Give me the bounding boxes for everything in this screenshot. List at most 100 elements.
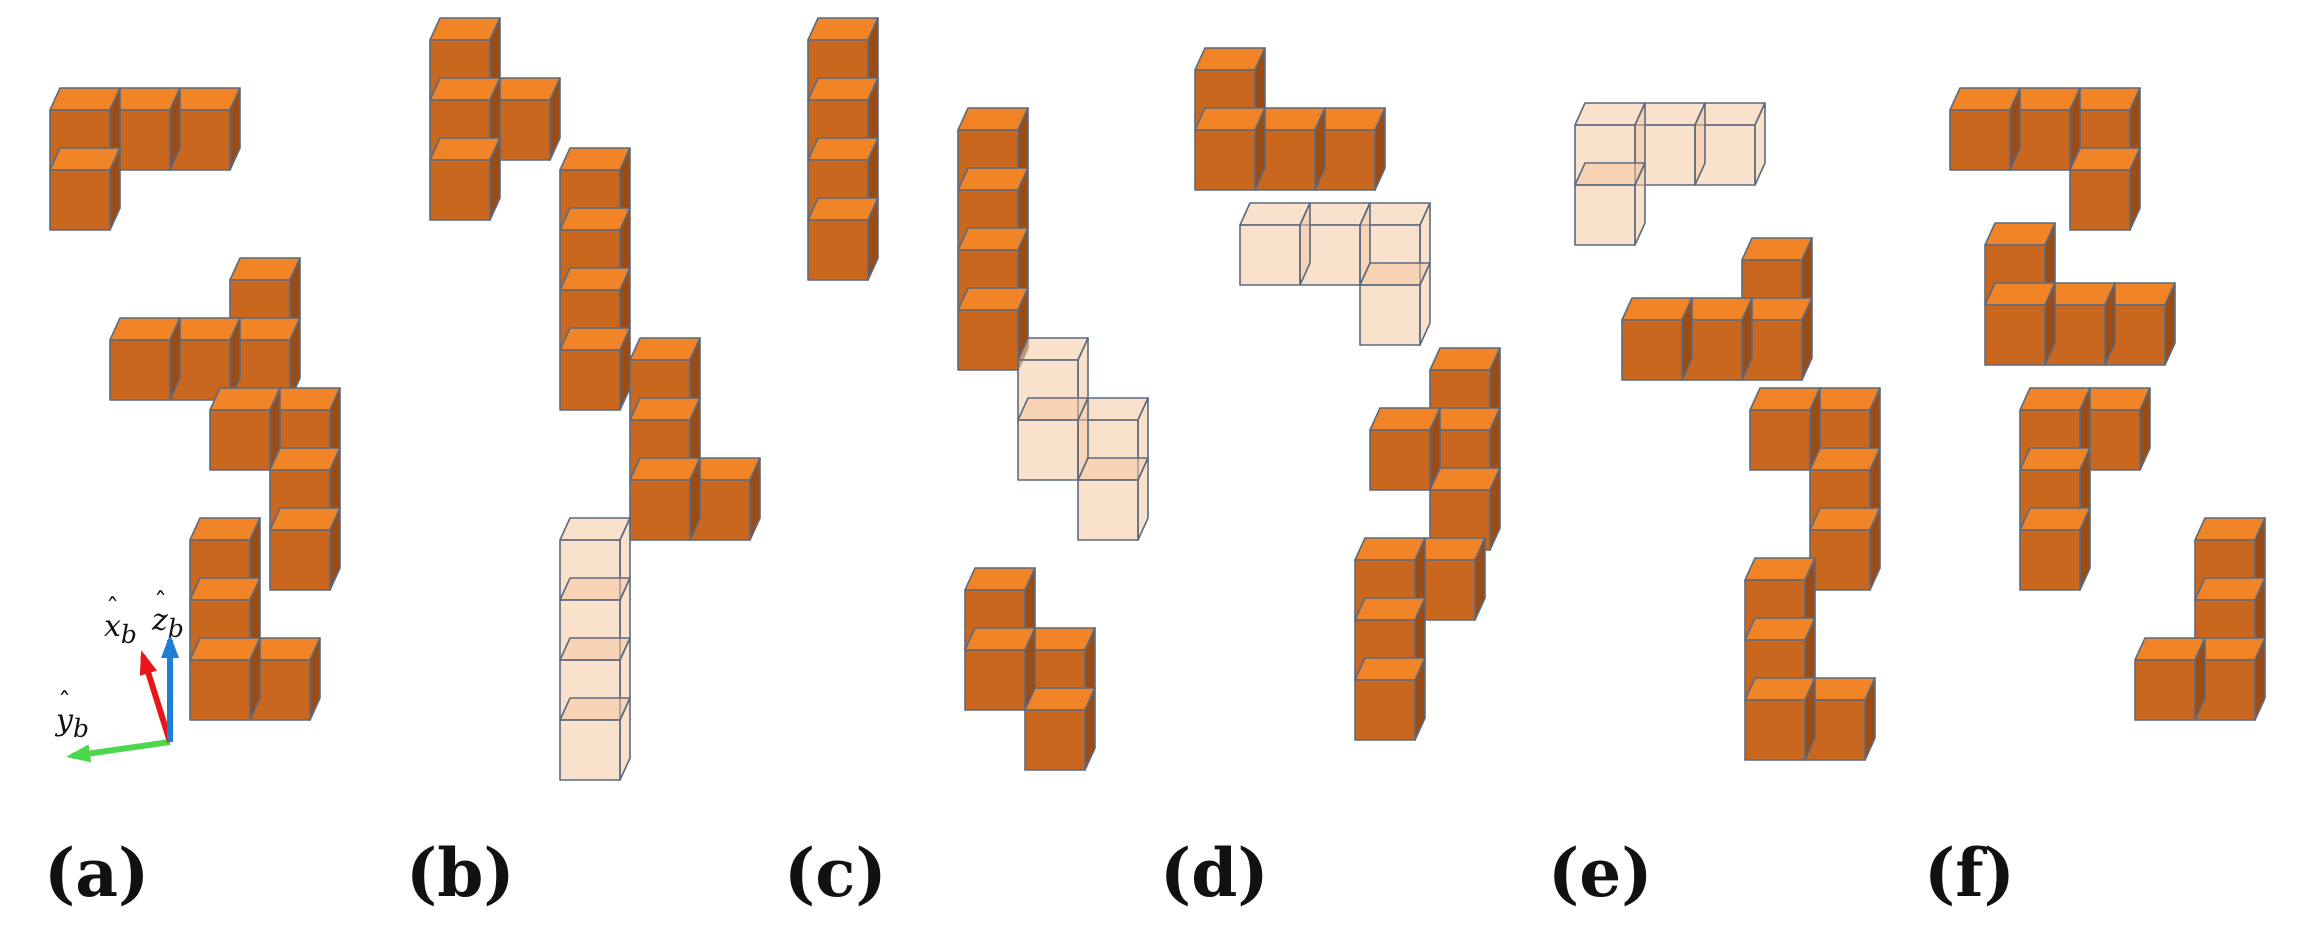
pieces-layer	[49, 17, 2266, 781]
z-axis-arrow	[161, 634, 179, 742]
panel-label-c: (c)	[784, 834, 887, 912]
cube-top-face	[1194, 107, 1266, 131]
cube-top-face	[559, 637, 631, 661]
cube-top-face	[629, 397, 701, 421]
cube-front-face	[559, 719, 621, 781]
cube-front-face	[1024, 709, 1086, 771]
cube-top-face	[2019, 507, 2091, 531]
cube-front-face	[1809, 529, 1871, 591]
cube-front-face	[2019, 529, 2081, 591]
cube-top-face	[189, 637, 261, 661]
cube-front-face	[1949, 109, 2011, 171]
cube-top-face	[2194, 517, 2266, 541]
cube-front-face	[1574, 184, 1636, 246]
z-axis-arrow-head	[161, 634, 179, 658]
cube-top-face	[1239, 202, 1311, 226]
cube-front-face	[1744, 699, 1806, 761]
piece-e-1	[1574, 102, 1766, 246]
cube-front-face	[189, 659, 251, 721]
cube-front-face	[629, 479, 691, 541]
cube-top-face	[1369, 407, 1441, 431]
cube-top-face	[1744, 677, 1816, 701]
cube-top-face	[957, 107, 1029, 131]
cube-top-face	[429, 137, 501, 161]
cube-front-face	[1621, 319, 1683, 381]
cube-front-face	[957, 309, 1019, 371]
cube-front-face	[209, 409, 271, 471]
cube-top-face	[559, 267, 631, 291]
cube-top-face	[1809, 507, 1881, 531]
cube-top-face	[559, 147, 631, 171]
cube-top-face	[269, 447, 341, 471]
cube-top-face	[429, 17, 501, 41]
cube-front-face	[1369, 429, 1431, 491]
piece-f-1	[1949, 87, 2141, 231]
cube-top-face	[1354, 597, 1426, 621]
cube-front-face	[109, 339, 171, 401]
piece-c-3	[1017, 337, 1149, 541]
piece-a-2	[109, 257, 301, 401]
cube-top-face	[1749, 387, 1821, 411]
y-axis-arrow	[66, 739, 171, 763]
cube-top-face	[807, 137, 879, 161]
cube-top-face	[559, 207, 631, 231]
cube-top-face	[1354, 657, 1426, 681]
cube-top-face	[1984, 222, 2056, 246]
cube-top-face	[1017, 397, 1089, 421]
cube-top-face	[559, 327, 631, 351]
cube-top-face	[209, 387, 281, 411]
piece-d-3	[1369, 347, 1501, 551]
cube-top-face	[807, 197, 879, 221]
cube-top-face	[2019, 447, 2091, 471]
cube-front-face	[1749, 409, 1811, 471]
panel-label-b: (b)	[406, 834, 515, 912]
cube-top-face	[2194, 577, 2266, 601]
cube-top-face	[957, 167, 1029, 191]
cube-front-face	[1359, 284, 1421, 346]
piece-c-2	[957, 107, 1029, 371]
cube-top-face	[957, 287, 1029, 311]
piece-b-3	[629, 337, 761, 541]
cube-top-face	[2069, 147, 2141, 171]
cube-top-face	[1949, 87, 2021, 111]
cube-top-face	[1194, 47, 1266, 71]
piece-b-1	[429, 17, 561, 221]
cube-front-face	[559, 349, 621, 411]
cube-top-face	[429, 77, 501, 101]
cube-front-face	[807, 219, 869, 281]
cube-front-face	[1239, 224, 1301, 286]
cube-front-face	[1984, 304, 2046, 366]
cube-top-face	[1744, 557, 1816, 581]
cube-top-face	[807, 17, 879, 41]
cube-front-face	[1354, 679, 1416, 741]
cube-top-face	[229, 257, 301, 281]
piece-b-2	[559, 147, 631, 411]
cube-top-face	[1017, 337, 1089, 361]
cube-top-face	[49, 87, 121, 111]
cube-top-face	[1574, 162, 1646, 186]
cube-top-face	[1077, 457, 1149, 481]
cube-top-face	[1429, 347, 1501, 371]
piece-f-3	[2019, 387, 2151, 591]
cube-top-face	[964, 627, 1036, 651]
cube-front-face	[1017, 419, 1079, 481]
body-frame-axes	[66, 634, 179, 763]
cube-top-face	[2019, 387, 2091, 411]
piece-c-4	[964, 567, 1096, 771]
piece-a-4	[189, 517, 321, 721]
x-axis-arrow	[139, 650, 173, 743]
piece-e-2	[1621, 237, 1813, 381]
cube-top-face	[957, 227, 1029, 251]
cube-top-face	[1024, 687, 1096, 711]
cube-front-face	[269, 529, 331, 591]
piece-d-1	[1194, 47, 1386, 191]
cube-front-face	[2134, 659, 2196, 721]
cube-top-face	[189, 577, 261, 601]
x-axis-arrow-head	[139, 650, 157, 676]
piece-d-4	[1354, 537, 1486, 741]
cube-top-face	[559, 697, 631, 721]
